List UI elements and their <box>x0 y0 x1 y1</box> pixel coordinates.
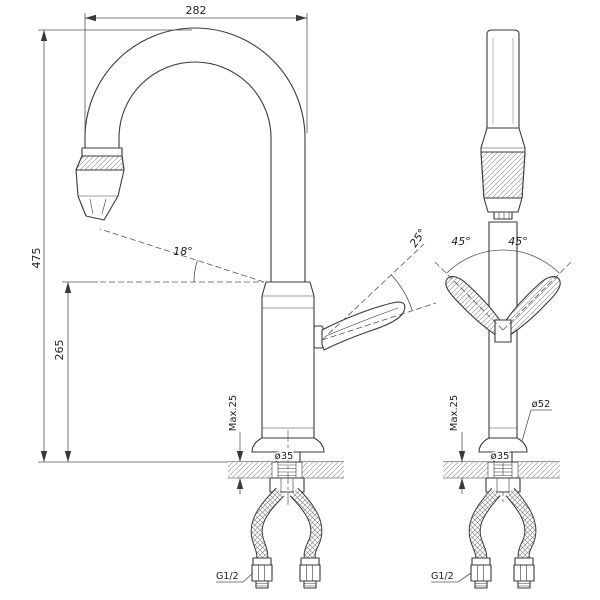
countertop-edges-front <box>443 462 560 479</box>
g12-left-label: G1/2 <box>216 571 239 582</box>
max25-left-label: Max.25 <box>228 395 239 432</box>
hose-front-left-braid <box>469 488 500 560</box>
handle-lever-contour <box>325 307 399 337</box>
dimensions: 282 475 265 18° 25° 45° 45° Max.25 Max.2… <box>30 4 552 583</box>
base-neck-side <box>275 452 301 462</box>
dim-282-label: 282 <box>186 4 207 17</box>
gooseneck-spout <box>84 27 306 283</box>
spray-head-joint-lines <box>76 169 124 215</box>
shank-threads-front <box>493 462 513 478</box>
spout-column-shading <box>492 38 514 124</box>
locknut-facets-side <box>280 478 294 492</box>
swing-arc-right <box>502 249 560 274</box>
angle-25-label: 25° <box>407 226 429 249</box>
g12-left-leader <box>216 572 254 583</box>
angle-18-arc <box>193 260 198 283</box>
base-escutcheon-front <box>478 437 528 453</box>
aerator-front <box>493 211 513 220</box>
fitting-thread-lines-side <box>256 583 316 587</box>
hose-right-braid <box>290 488 322 560</box>
angle-25-arc <box>391 274 413 311</box>
hose-front-right-braid <box>506 488 536 560</box>
countertop-section-front-left <box>443 462 488 478</box>
g12-right-leader <box>431 572 472 583</box>
countertop-edges-side <box>228 462 344 479</box>
dim-282-extensions <box>84 13 308 133</box>
front-view <box>432 29 574 589</box>
shank-threads-side <box>277 462 297 478</box>
dia35-right-label: ø35 <box>491 451 510 462</box>
angle-45-left-label: 45° <box>451 235 471 248</box>
max25-right-label: Max.25 <box>449 395 460 432</box>
swing-construction-lines <box>432 259 574 331</box>
hose-fitting-right <box>299 557 321 589</box>
handle-lever <box>321 301 406 351</box>
g12-right-label: G1/2 <box>431 571 454 582</box>
angle-25-reference-lines <box>321 243 437 341</box>
locknut-front <box>485 477 521 493</box>
hose-fitting-left <box>251 557 273 589</box>
angle-45-right-label: 45° <box>508 235 528 248</box>
side-view <box>75 27 406 589</box>
hose-fitting-front-right <box>513 557 535 589</box>
supply-hoses-front <box>468 488 537 589</box>
spray-head-coupling <box>81 147 123 157</box>
aerator-lines <box>498 212 510 219</box>
fitting-thread-lines-front <box>475 583 530 587</box>
dim-475-label: 475 <box>30 248 43 269</box>
countertop-section-left <box>228 462 272 478</box>
hose-fitting-front-left <box>470 557 492 589</box>
dim-265-label: 265 <box>53 340 66 361</box>
base-neck-front <box>493 452 513 462</box>
handle-wing-right <box>504 276 561 339</box>
locknut-facets-front <box>496 478 510 492</box>
handle-hub-front <box>494 319 512 343</box>
faucet-body-side <box>261 281 315 439</box>
body-ring-lines <box>262 295 314 429</box>
dia52-leader <box>521 409 552 442</box>
spout-column-front <box>486 29 520 129</box>
countertop-section-right <box>302 462 344 478</box>
angle-18-label: 18° <box>173 245 193 258</box>
spray-head-grip-front <box>480 151 526 199</box>
dia35-left-label: ø35 <box>275 451 294 462</box>
supply-hoses-side <box>250 487 323 589</box>
locknut-side <box>269 477 305 493</box>
angle-18-reference-lines <box>99 228 265 283</box>
countertop-section-front-right <box>518 462 560 478</box>
handle-wing-left <box>445 276 502 339</box>
spray-head-grip-band <box>75 155 125 171</box>
hose-left-braid <box>251 488 284 560</box>
dia52-label: ø52 <box>532 399 551 410</box>
swing-arc-left <box>446 249 504 274</box>
dim-475-extensions <box>38 29 228 463</box>
